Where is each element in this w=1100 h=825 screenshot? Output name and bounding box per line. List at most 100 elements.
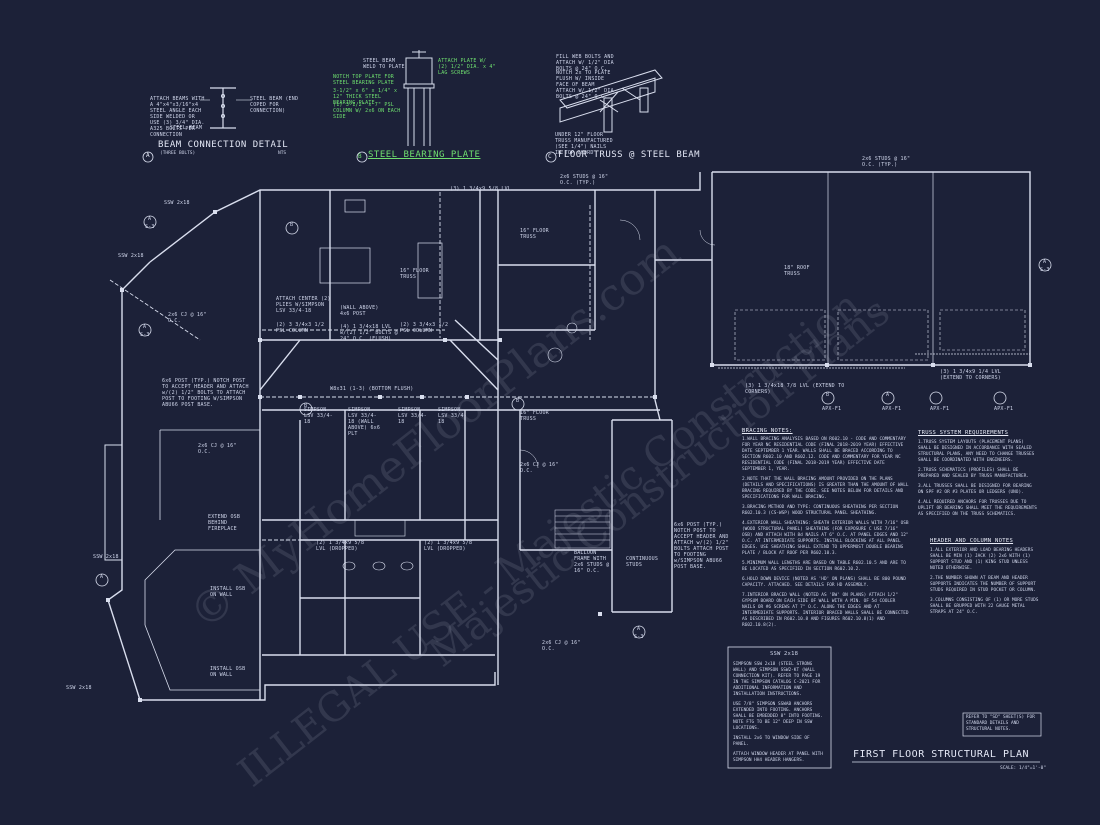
sheet-ref: S-3 [634, 634, 644, 640]
detail-marker: C [548, 153, 553, 160]
floor-truss-title: FLOOR TRUSS @ STEEL BEAM [558, 150, 701, 160]
floor-truss-note: FILL WEB BOLTS AND ATTACH W/ 1/2" DIA BO… [556, 54, 614, 72]
truss-label: 16" FLOOR TRUSS [520, 410, 549, 422]
bracing-notes-heading: BRACING NOTES: [742, 428, 793, 434]
truss-system-notes: 1.TRUSS SYSTEM LAYOUTS (PLACEMENT PLANS)… [918, 440, 1038, 522]
ssw-note: ATTACH WINDOW HEADER AT PANEL WITH SIMPS… [733, 752, 823, 763]
header-note: 2.THE NUMBER SHOWN AT BEAM AND HEADER SU… [930, 576, 1036, 593]
sheet-scale: SCALE: 1/4"=1'-0" [1000, 766, 1047, 771]
detail-marker: B [358, 153, 363, 160]
section-marker: B [290, 222, 294, 228]
post-note: 6x6 POST (TYP.) NOTCH POST TO ACCEPT HEA… [162, 378, 249, 408]
sheet-ref: APX-F1 [882, 406, 902, 412]
ssw-label: SSW 2x18 [66, 685, 92, 691]
ssw-box-heading: SSW 2x18 [770, 651, 799, 657]
truss-label: 16" FLOOR TRUSS [520, 228, 549, 240]
truss-note: 1.TRUSS SYSTEM LAYOUTS (PLACEMENT PLANS)… [918, 440, 1035, 463]
simpson-label: SIMPSON LSV 33/4-18 [304, 407, 333, 425]
bearing-plate-note: NOTCH TOP PLATE FOR STEEL BEARING PLATE [333, 74, 394, 86]
bracing-notes: 1.WALL BRACING ANALYSIS BASED ON R602.10… [742, 437, 910, 633]
header-note: 3.COLUMNS CONSISTING OF (1) OR MORE STUD… [930, 598, 1039, 615]
column-label: (2) 3 3/4x3 1/2 PSL COLUMN [400, 322, 449, 334]
bracing-note: 7.INTERIOR BRACED WALL (NOTED AS 'BW' ON… [742, 593, 909, 628]
ssw-box-notes: SIMPSON SSW 2x18 (STEEL STRONG WALL) AND… [733, 662, 827, 768]
floor-truss-drawing [559, 69, 663, 133]
beam-label: (3) 1 3/4x18 7/8 LVL (EXTEND TO CORNERS) [745, 383, 845, 395]
section-marker: B [826, 392, 830, 398]
section-marker: A [143, 324, 147, 330]
simpson-label: SIMPSON LSV 33/4-18 (WALL ABOVE) 6x6 PLT [348, 407, 381, 437]
ssw-note: SIMPSON SSW 2x18 (STEEL STRONG WALL) AND… [733, 662, 821, 697]
simpson-label: SIMPSON LSV 33/4-18 [398, 407, 427, 425]
beam-label: (3) 1 3/4x9 1/4 LVL (EXTEND TO CORNERS) [940, 369, 1001, 381]
sheet-ref: S-3 [1040, 267, 1050, 273]
beam-connection-note: ATTACH BEAMS WITH A 4"x4"x3/16"x4 STEEL … [150, 96, 205, 138]
beam-label: (4) 1 3/4x18 LVL w/(2) 1/2" BOLTS @ 24" … [340, 324, 398, 342]
beam-connection-note: STEEL BEAM (END COPED FOR CONNECTION) [250, 96, 299, 114]
header-column-heading: HEADER AND COLUMN NOTES [930, 538, 1014, 544]
detail-marker: A [146, 152, 151, 159]
truss-system-heading: TRUSS SYSTEM REQUIREMENTS [918, 430, 1009, 436]
truss-note: 4.ALL REQUIRED ANCHORS FOR TRUSSES DUE T… [918, 500, 1037, 517]
column-label: (2) 3 3/4x3 1/2 PSL COLUMN [276, 322, 325, 334]
sheet-ref: S-3 [140, 332, 150, 338]
steel-bearing-plate-drawing [403, 50, 435, 146]
joist-label: 2x6 CJ @ 16" O.C. [168, 312, 207, 324]
bracing-note: 5.MINIMUM WALL LENGTHS ARE BASED ON TABL… [742, 561, 906, 572]
stud-label: 2x6 STUDS @ 16" O.C. (TYP.) [862, 156, 911, 168]
refer-note: REFER TO "SD" SHEET(S) FOR STANDARD DETA… [966, 715, 1035, 732]
bearing-plate-note: 3-1/2" x 6" x 1/4" x 12" THICK STEEL BEA… [333, 88, 398, 106]
header-note: 1.ALL EXTERIOR AND LOAD BEARING HEADERS … [930, 548, 1034, 571]
bracing-note: 4.EXTERIOR WALL SHEATHING: SHEATH EXTERI… [742, 521, 909, 556]
ssw-label: SSW 2x18 [93, 554, 119, 560]
ssw-label: SSW 2x18 [164, 200, 190, 206]
joist-label: 2x6 CJ @ 16" O.C. [542, 640, 581, 652]
beam-connection-note: STEEL BEAM [170, 125, 203, 131]
beam-label: W8x31 (1-3) (BOTTOM FLUSH) [330, 386, 414, 392]
ssw-note: INSTALL 2x6 TO WINDOW SIDE OF PANEL. [733, 736, 810, 747]
beam-label: ATTACH CENTER (2) PLIES W/SIMPSON LSV 33… [276, 296, 331, 314]
beam-connection-drawing [200, 87, 252, 129]
bracing-note: 6.HOLD DOWN DEVICE (NOTED AS 'HD' ON PLA… [742, 577, 906, 588]
truss-note: 2.TRUSS SCHEMATICS (PROFILES) SHALL BE P… [918, 468, 1030, 479]
beam-label: (2) 1 3/4x9 5/8 LVL (DROPPED) [316, 540, 365, 552]
beam-label: (3) 1 3/4x9 5/8 LVL [450, 186, 511, 192]
bearing-plate-note: STEEL BEAM WELD TO PLATE [363, 58, 405, 70]
balloon-label: BALLOON FRAME WITH 2x6 STUDS @ 16" O.C. [574, 550, 610, 574]
beam-connection-scale: NTS [278, 151, 287, 156]
garage-outline [711, 171, 1031, 369]
sheet-ref: APX-F1 [994, 406, 1014, 412]
sheet-title: FIRST FLOOR STRUCTURAL PLAN [853, 749, 1030, 760]
section-marker: A [886, 392, 890, 398]
section-marker: A [1043, 259, 1047, 265]
joist-label: 2x6 CJ @ 16" O.C. [198, 443, 237, 455]
section-marker: A [148, 216, 152, 222]
post-note: 6x6 POST (TYP.) NOTCH POST TO ACCEPT HEA… [674, 522, 729, 570]
truss-label: 16" FLOOR TRUSS [400, 268, 429, 280]
joist-label: 2x6 CJ @ 16" O.C. [520, 462, 559, 474]
beam-label: (WALL ABOVE) 4x6 POST [340, 305, 379, 317]
bracing-note: 3.BRACING METHOD AND TYPE: CONTINUOUS SH… [742, 505, 898, 516]
floor-truss-note: NOTCH 2x TO PLATE FLUSH W/ INSIDE FACE O… [556, 70, 614, 100]
sheet-ref: S-3 [145, 224, 155, 230]
beam-connection-title: BEAM CONNECTION DETAIL [158, 140, 289, 150]
header-column-notes: 1.ALL EXTERIOR AND LOAD BEARING HEADERS … [930, 548, 1040, 620]
ssw-note: USE 7/8" SIMPSON SSWAB ANCHORS EXTENDED … [733, 702, 823, 731]
beam-connection-subtitle: (THREE BOLTS) [160, 151, 196, 156]
sheet-ref: APX-F1 [822, 406, 842, 412]
truss-label: 18" ROOF TRUSS [784, 265, 810, 277]
beam-label: (2) 1 3/4x9 5/8 LVL (DROPPED) [424, 540, 473, 552]
simpson-label: SIMPSON LSV 33/4-18 [438, 407, 467, 425]
fireplace-label: EXTEND OSB BEHIND FIREPLACE [208, 514, 241, 532]
bracing-note: 1.WALL BRACING ANALYSIS BASED ON R602.10… [742, 437, 906, 472]
stud-label: 2x6 STUDS @ 16" O.C. (TYP.) [560, 174, 609, 186]
section-markers [95, 151, 1052, 639]
osb-label: INSTALL OSB ON WALL [210, 586, 246, 598]
section-marker: A [100, 574, 104, 580]
floor-truss-note: UNDER 12" FLOOR TRUSS MANUFACTURED (SEE … [555, 132, 613, 156]
bearing-plate-note: (1) 3-1/2" x 7" PSL COLUMN W/ 2x6 ON EAC… [333, 102, 401, 120]
bearing-plate-note: ATTACH PLATE W/ (2) 1/2" DIA. x 4" LAG S… [438, 58, 496, 76]
continuous-label: CONTINUOUS STUDS [626, 556, 659, 568]
